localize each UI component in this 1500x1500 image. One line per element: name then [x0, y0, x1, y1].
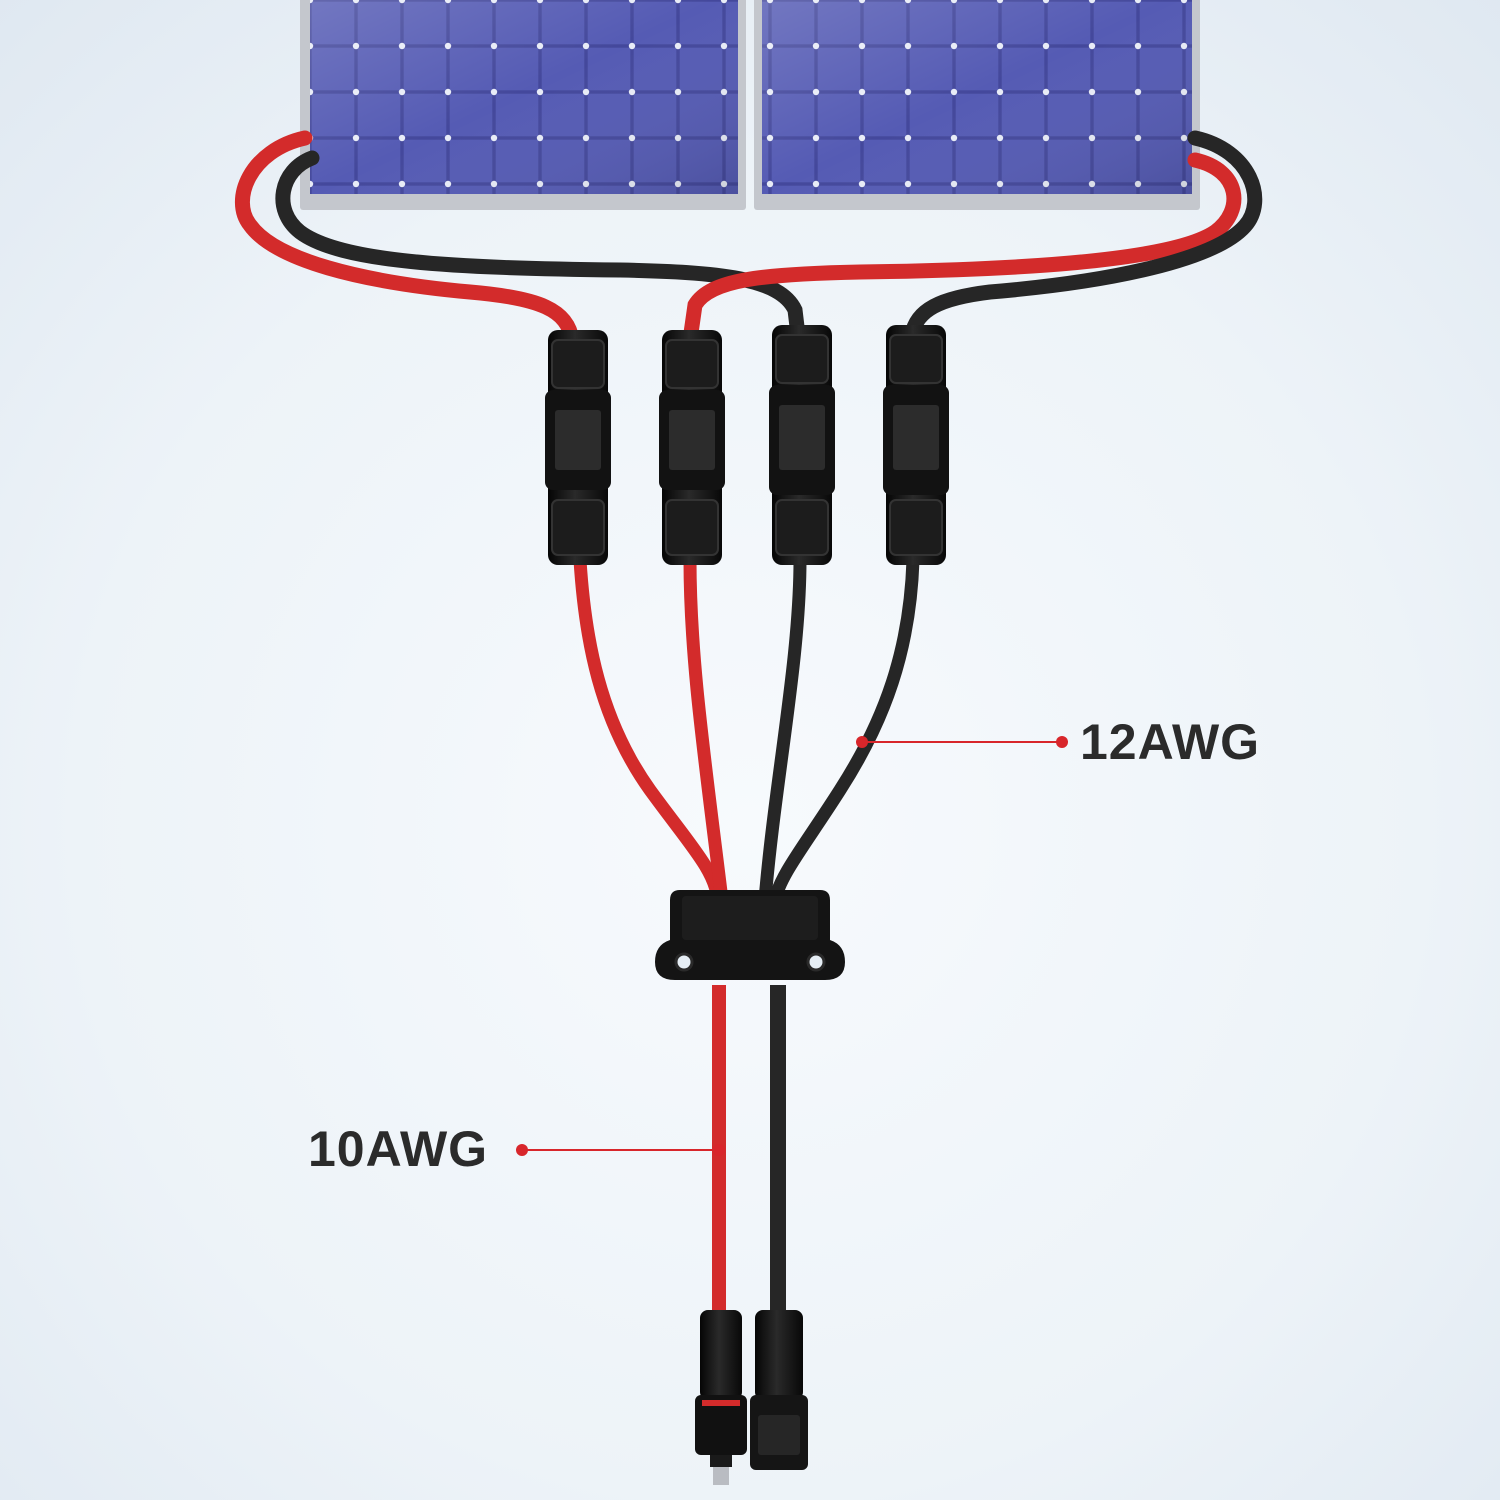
- solar-panel-right: [754, 0, 1200, 210]
- callout-12awg: [856, 736, 1068, 748]
- mc4-connector-3: [769, 325, 835, 565]
- mc4-connector-2: [659, 330, 725, 565]
- solar-panel-left: [300, 0, 746, 210]
- branch-cables: [573, 553, 920, 907]
- callout-10awg: [516, 1144, 725, 1156]
- output-connector-female: [750, 1310, 808, 1470]
- output-connector-male: [695, 1310, 747, 1485]
- mc4-connector-4: [883, 325, 949, 565]
- label-10awg: 10AWG: [308, 1121, 489, 1177]
- branch-box: [655, 890, 845, 980]
- panel-cables: [234, 130, 1263, 348]
- mc4-connector-1: [545, 330, 611, 565]
- label-12awg: 12AWG: [1080, 714, 1261, 770]
